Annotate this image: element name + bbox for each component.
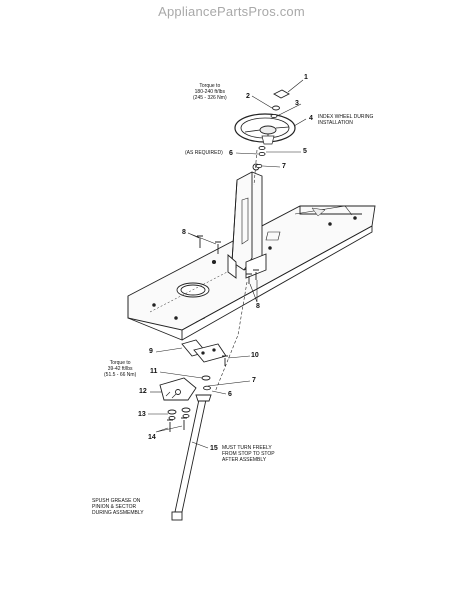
must-turn-line-3: AFTER ASSEMBLY [222,457,267,463]
callout-1: 1 [304,74,308,81]
torque-upper-line-1: Torque to [199,83,221,89]
leader-lines [148,79,307,449]
index-wheel-line-2: INSTALLATION [318,120,353,126]
hardware-13-14 [167,407,191,432]
steering-wheel [234,113,296,145]
torque-upper-line-2: 180-240 ft/lbs [194,89,225,95]
callout-4: 4 [309,115,313,122]
must-turn-line-1: MUST TURN FREELY [222,445,272,451]
torque-note-upper: Torque to 180-240 ft/lbs (245 - 326 Nm) [193,83,227,101]
torque-lower-line-1: Torque to [109,360,131,366]
sector-gear [159,377,197,401]
callout-9: 9 [149,348,153,355]
steering-shaft [171,394,212,521]
callout-15: 15 [210,445,218,452]
grease-line-2: PINION & SECTOR [92,504,137,510]
torque-note-lower: Torque to 39-42 ft/lbs (51.5 - 66 Nm) [104,360,136,378]
callout-5: 5 [303,148,307,155]
steering-support [227,163,267,279]
grease-line-1: SPUSH GREASE ON [92,498,141,504]
as-required-note: (AS REQUIRED) [185,150,223,156]
assembly-centerline [214,149,258,393]
grease-line-3: DURING ASSMEMBLY [92,510,144,516]
torque-upper-line-3: (245 - 326 Nm) [193,95,227,101]
must-turn-line-2: FROM STOP TO STOP [222,451,275,457]
callout-14: 14 [148,434,156,441]
index-wheel-note: INDEX WHEEL DURING INSTALLATION [318,114,373,126]
callout-12: 12 [139,388,147,395]
index-wheel-line-1: INDEX WHEEL DURING [318,114,374,120]
lower-bracket [181,339,228,391]
callout-7b: 7 [252,377,256,384]
torque-lower-line-3: (51.5 - 66 Nm) [104,372,137,378]
callout-6: 6 [229,150,233,157]
torque-lower-line-2: 39-42 ft/lbs [107,366,133,372]
callout-8a: 8 [182,229,186,236]
callout-2: 2 [246,93,250,100]
callout-3: 3 [295,100,299,107]
callout-6b: 6 [228,391,232,398]
callout-10: 10 [251,352,259,359]
callout-8b: 8 [256,303,260,310]
callout-7: 7 [282,163,286,170]
hub-hardware [255,89,290,169]
bolts-item-8 [197,235,259,284]
grease-note: SPUSH GREASE ON PINION & SECTOR DURING A… [92,498,144,516]
callout-11: 11 [150,368,158,375]
must-turn-note: MUST TURN FREELY FROM STOP TO STOP AFTER… [222,445,275,463]
watermark: AppliancePartsPros.com [158,4,305,19]
callout-13: 13 [138,411,146,418]
